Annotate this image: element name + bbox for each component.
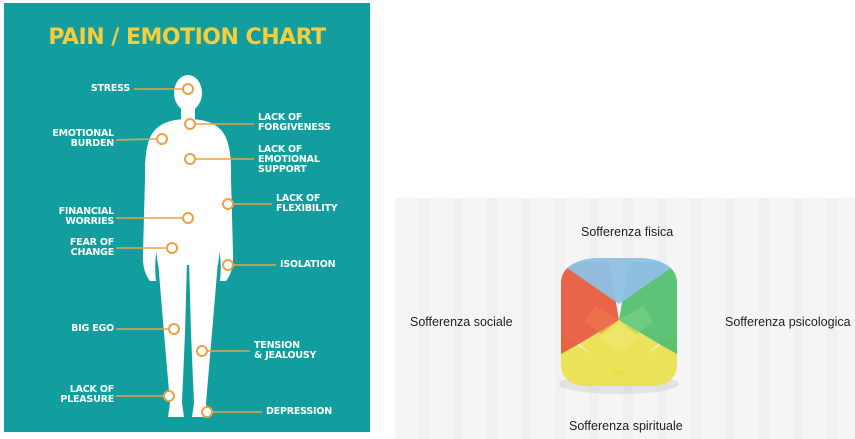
suffering-diagram: Sofferenza fisica Sofferenza sociale Sof… (395, 198, 855, 439)
label-lack-of-pleasure: LACK OF PLEASURE (60, 384, 114, 405)
label-social-suffering: Sofferenza sociale (410, 315, 513, 329)
label-depression: DEPRESSION (266, 406, 332, 417)
label-spiritual-suffering: Sofferenza spirituale (569, 419, 683, 433)
label-financial-worries: FINANCIAL WORRIES (58, 206, 115, 227)
human-silhouette (142, 75, 234, 417)
chart-title: PAIN / EMOTION CHART (48, 25, 326, 50)
connector-lines (115, 88, 276, 413)
label-physical-suffering: Sofferenza fisica (581, 225, 674, 239)
label-lack-of-forgiveness: LACK OF FORGIVENESS (258, 112, 331, 133)
marker-circles (156, 83, 234, 418)
label-psychological-suffering: Sofferenza psicologica (725, 315, 851, 329)
label-isolation: ISOLATION (280, 259, 336, 270)
label-stress: STRESS (90, 83, 130, 94)
label-lack-of-flexibility: LACK OF FLEXIBILITY (276, 193, 338, 214)
label-tension-jealousy: TENSION & JEALOUSY (254, 340, 317, 361)
pain-emotion-chart: PAIN / EMOTION CHART (4, 3, 370, 432)
label-lack-of-emotional-support: LACK OF EMOTIONAL SUPPORT (258, 144, 320, 175)
label-fear-of-change: FEAR OF CHANGE (69, 237, 114, 258)
body-figure (115, 75, 276, 418)
suffering-quadrants (559, 258, 679, 394)
label-emotional-burden: EMOTIONAL BURDEN (52, 128, 114, 149)
label-big-ego: BIG EGO (71, 323, 114, 334)
